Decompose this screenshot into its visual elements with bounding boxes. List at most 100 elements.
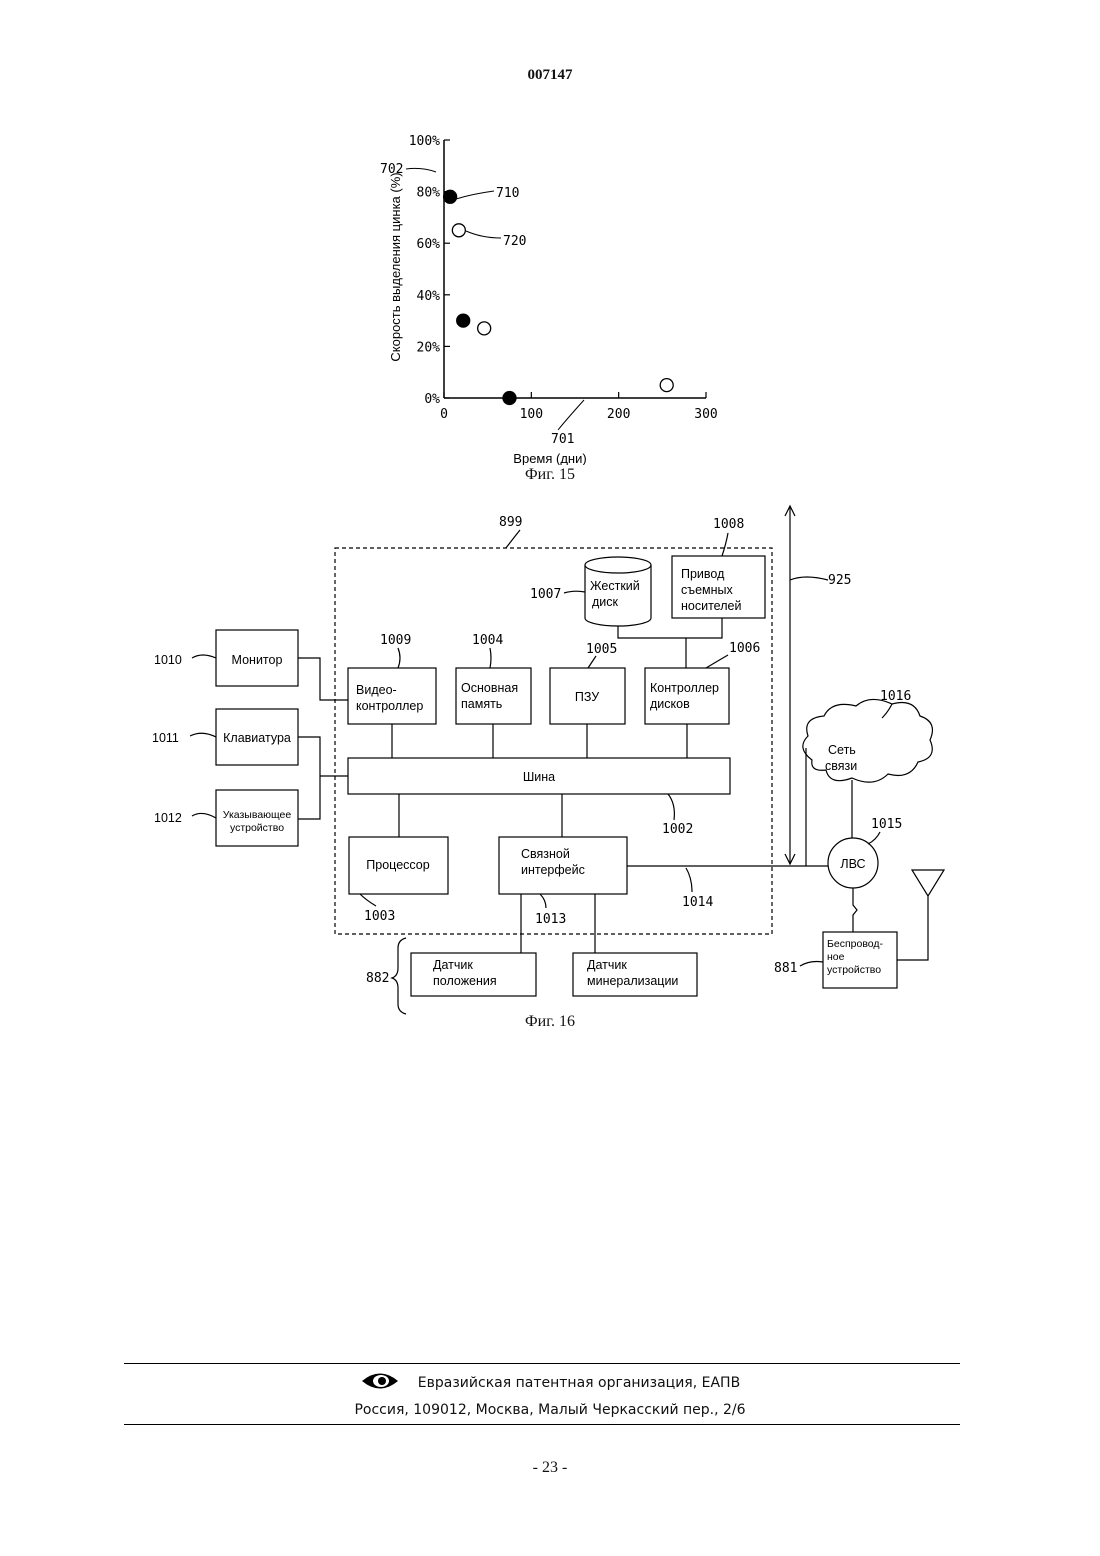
x-tick-label: 100: [520, 407, 543, 422]
figure-16: 899 Монитор Клавиатура Указывающее устро…: [140, 500, 960, 1020]
footer-address: Россия, 109012, Москва, Малый Черкасский…: [0, 1402, 1100, 1418]
comm-label-1: Связной: [521, 847, 570, 861]
ref-1006: 1006: [729, 641, 760, 656]
memory-label-1: Основная: [461, 681, 518, 695]
ref-1007: 1007: [530, 587, 561, 602]
ref-1008: 1008: [713, 517, 744, 532]
zinc-release-chart: 0% 20% 40% 60% 80% 100% 0 100 200 300 Скорость вы…: [360, 120, 740, 465]
leader-925: [790, 577, 828, 580]
video-label-1: Видео-: [356, 683, 397, 697]
ref-925: 925: [828, 573, 851, 588]
ref-710: 710: [496, 186, 519, 201]
wire-bus-upper: [392, 724, 687, 758]
leader-720: [466, 231, 501, 238]
removable-label-1: Привод: [681, 567, 725, 581]
figure-16-caption: Фиг. 16: [0, 1013, 1100, 1031]
leader-1006: [706, 655, 728, 668]
data-point-filled: [444, 190, 457, 203]
figure-15: 0% 20% 40% 60% 80% 100% 0 100 200 300 Скорость вы…: [360, 120, 740, 465]
ref-1002: 1002: [662, 822, 693, 837]
ref-882: 882: [366, 971, 389, 986]
ref-881: 881: [774, 961, 797, 976]
wire-input-devices: [298, 737, 320, 819]
pos-sensor-label-1: Датчик: [433, 958, 473, 972]
keyboard-label: Клавиатура: [223, 731, 291, 745]
leader-1012: [192, 813, 216, 818]
pos-sensor-label-2: положения: [433, 974, 497, 988]
x-tick-label: 200: [607, 407, 630, 422]
chart-points: [444, 190, 674, 404]
video-label-2: контроллер: [356, 699, 423, 713]
ref-1010: 1010: [154, 653, 182, 667]
ref-1005: 1005: [586, 642, 617, 657]
y-axis-label: Скорость выделения цинка (%): [388, 172, 403, 361]
leader-1016: [882, 704, 892, 718]
footer-org-name: Евразийская патентная организация, ЕАПВ: [418, 1375, 740, 1391]
leader-1008: [722, 533, 728, 556]
x-tick-label: 0: [440, 407, 448, 422]
ref-1013: 1013: [535, 912, 566, 927]
data-point-open: [478, 322, 491, 335]
ref-899: 899: [499, 515, 522, 530]
page-number: - 23 -: [0, 1459, 1100, 1477]
wire-storage: [618, 618, 722, 638]
system-block-diagram: 899 Монитор Клавиатура Указывающее устро…: [140, 500, 960, 1020]
wire-monitor: [298, 658, 348, 700]
leader-1013: [540, 894, 546, 908]
wire-bus-lower: [399, 794, 562, 837]
x-axis-label: Время (дни): [513, 451, 586, 465]
removable-label-3: носителей: [681, 599, 741, 613]
memory-label-2: память: [461, 697, 502, 711]
hdd-label-2: диск: [592, 595, 619, 609]
wire-antenna: [897, 896, 928, 960]
leader-1010: [192, 655, 216, 658]
ref-702: 702: [380, 162, 403, 177]
wireless-label-3: устройство: [827, 964, 881, 976]
disk-ctrl-label-2: дисков: [650, 697, 690, 711]
leader-1004: [490, 648, 491, 668]
chart-axes: [444, 140, 706, 398]
min-sensor-label-2: минерализации: [587, 974, 678, 988]
ref-720: 720: [503, 234, 526, 249]
y-tick-label: 80%: [417, 186, 441, 201]
ref-1016: 1016: [880, 689, 911, 704]
bus-label: Шина: [523, 770, 555, 784]
ref-1015: 1015: [871, 817, 902, 832]
leader-881: [800, 962, 823, 967]
leader-1014: [686, 868, 692, 892]
comm-label-2: интерфейс: [521, 863, 585, 877]
figure-15-caption: Фиг. 15: [0, 466, 1100, 484]
ref-1012: 1012: [154, 811, 182, 825]
leader-899: [506, 530, 520, 548]
leader-701: [558, 400, 584, 430]
footer-rule-top: [124, 1363, 960, 1364]
eapo-logo-icon: [360, 1370, 400, 1396]
ref-1009: 1009: [380, 633, 411, 648]
x-tick-label: 300: [694, 407, 717, 422]
chart-ticks: 0% 20% 40% 60% 80% 100% 0 100 200 300: [409, 134, 718, 422]
y-tick-label: 100%: [409, 134, 440, 149]
removable-label-2: съемных: [681, 583, 733, 597]
data-point-open: [660, 379, 673, 392]
y-tick-label: 60%: [417, 237, 441, 252]
data-point-open: [452, 224, 465, 237]
pointer-label-1: Указывающее: [223, 809, 292, 821]
leader-710: [456, 191, 494, 199]
disk-controller-box: [645, 668, 729, 724]
ref-1014: 1014: [682, 895, 713, 910]
leader-1002: [668, 794, 674, 820]
network-label-1: Сеть: [828, 743, 856, 757]
leader-1015: [868, 832, 880, 844]
hdd-top: [585, 557, 651, 573]
y-tick-label: 40%: [417, 289, 441, 304]
y-tick-label: 0%: [424, 392, 440, 407]
processor-label: Процессор: [366, 858, 429, 872]
ref-701: 701: [551, 432, 574, 447]
pointer-label-2: устройство: [230, 822, 284, 834]
hdd-label-1: Жесткий: [590, 579, 640, 593]
monitor-label: Монитор: [232, 653, 283, 667]
y-tick-label: 20%: [417, 340, 441, 355]
wire-lan-wireless: [853, 888, 857, 932]
lan-label: ЛВС: [840, 857, 865, 871]
disk-ctrl-label-1: Контроллер: [650, 681, 719, 695]
